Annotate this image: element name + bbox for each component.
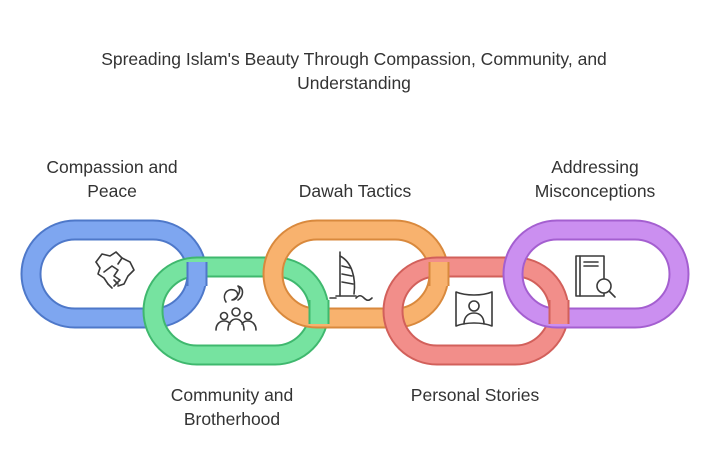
handshake-icon [95, 251, 135, 289]
diagram-title: Spreading Islam's Beauty Through Compass… [101, 49, 607, 93]
personal-story-icon [455, 291, 493, 327]
book-search-icon [575, 255, 616, 298]
label-addressing-misconceptions: Addressing Misconceptions [534, 157, 656, 201]
label-personal-stories: Personal Stories [410, 385, 540, 405]
label-community-and-brotherhood: Community and Brotherhood [170, 385, 294, 429]
community-icon [215, 285, 257, 331]
label-dawah-tactics: Dawah Tactics [298, 181, 412, 201]
chain-link-addressing [502, 219, 690, 329]
label-compassion-and-peace: Compassion and Peace [46, 157, 178, 201]
burj-al-arab-icon [329, 251, 373, 302]
